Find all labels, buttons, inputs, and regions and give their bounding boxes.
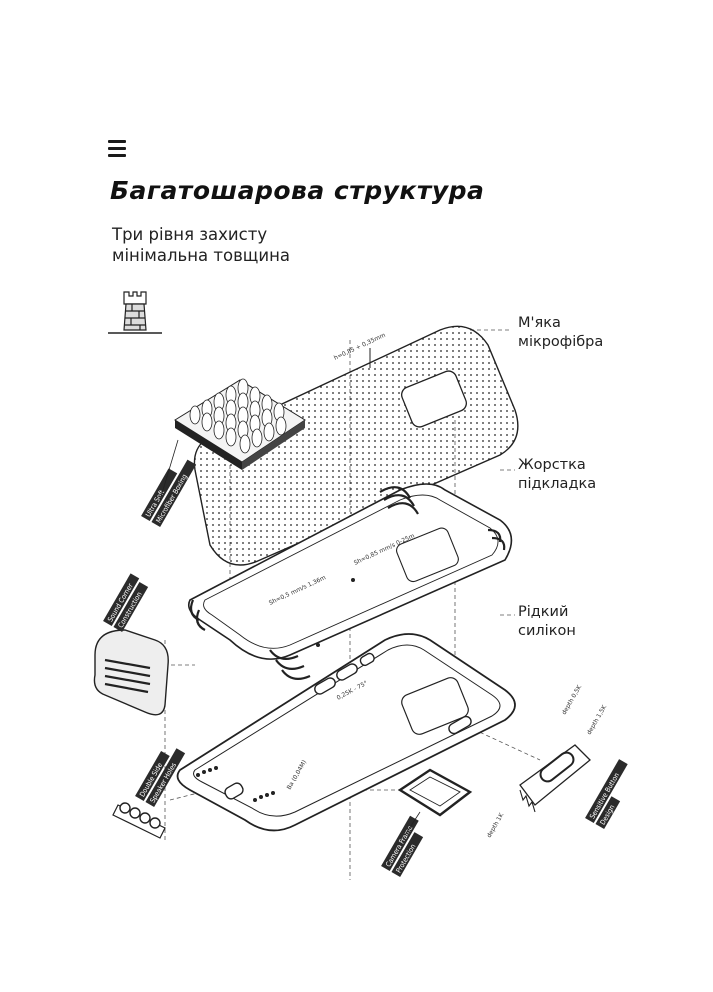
dim-depth-c: depth 1K [486,811,506,839]
layer-label-microfiber: М'яка мікрофібра [518,314,603,352]
page-title: Багатошарова структура [110,176,485,205]
callout-camera-frame: Camera Frame Protection [381,815,424,877]
subtitle-line-1: Три рівня захисту [112,225,268,244]
layer-label-hard-backing: Жорстка підкладка [518,456,596,494]
layer-label-line: М'яка [518,315,561,331]
layer-label-line: Рідкий [518,604,569,620]
castle-icon [108,291,162,334]
microfiber-fibers [174,378,306,470]
sound-corner-detail [93,629,169,716]
page-subtitle: Три рівня захисту мінімальна товщина [112,224,290,266]
layer-label-line: Жорстка [518,457,586,473]
frame-buttons [224,652,472,800]
callout-sensitive-button: Sensitive Button Design [585,759,628,829]
hard-backing-ribs [189,486,506,681]
dim-depth-a: depth 0,5K [561,683,584,716]
callout-ultra-soft: Ultra Soft Microfiber Boxing [141,459,197,527]
layer-label-line: мікрофібра [518,334,604,350]
callout-sound-corner: Sound Corner Construction [103,573,149,632]
silicone-frame-layer: 0,25K - 75° Ba (0,04M) [176,633,516,832]
dim-top-thickness: h=0,85 + 0,35mm [333,332,387,362]
dim-depth-b: depth 1,5K [586,703,609,736]
camera-frame-detail [397,768,473,817]
layer-label-line: підкладка [518,476,597,492]
speaker-strip-detail [112,802,166,839]
layer-label-line: силікон [518,623,576,639]
layer-label-liquid-silicone: Рідкий силікон [518,603,576,641]
hard-backing-layer: Sh=0,85 mm/s 0-25m Sh=0,5 mm/s 1,36m [187,483,513,681]
subtitle-line-2: мінімальна товщина [112,246,290,265]
microfiber-layer: h=0,85 + 0,35mm [174,325,519,566]
menu-icon[interactable] [108,140,126,158]
speaker-holes [196,766,275,802]
